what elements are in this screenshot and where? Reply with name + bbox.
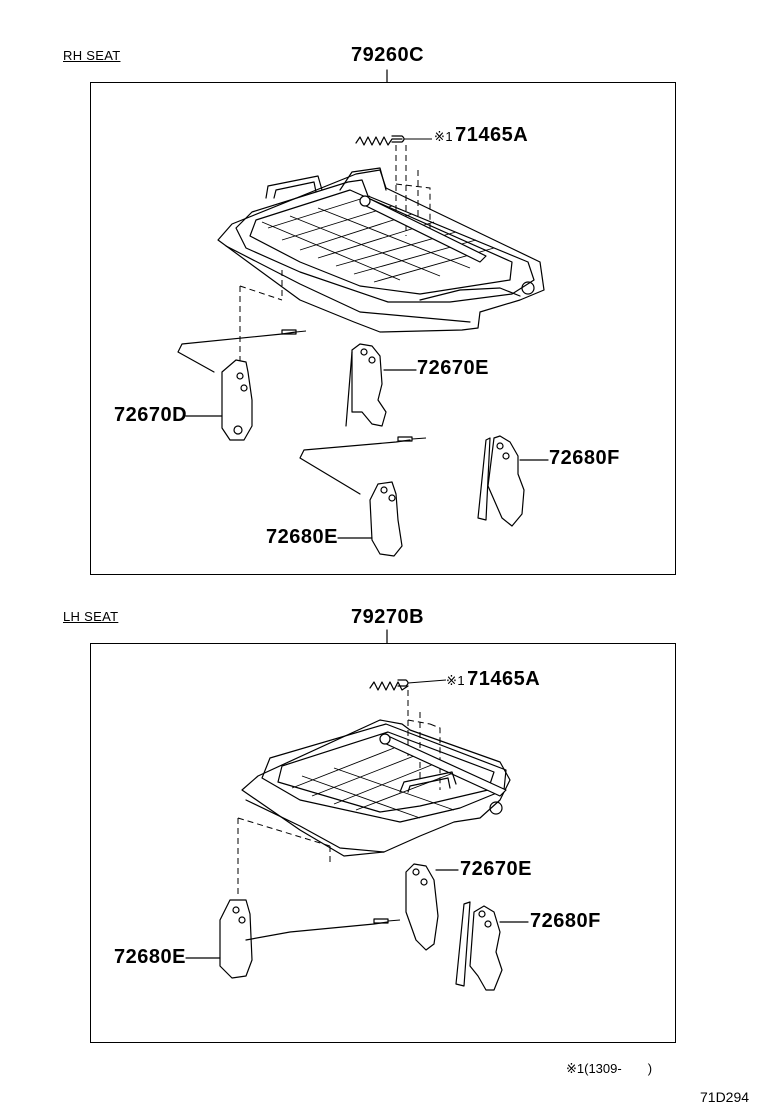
rh-assembly-number[interactable]: 79260C (351, 44, 425, 66)
lh-part-72670e[interactable]: 72670E (460, 858, 532, 880)
lh-part-72680e[interactable]: 72680E (114, 946, 186, 968)
figure-id: 71D294 (700, 1089, 750, 1105)
rh-spring-mark: ※1 (434, 129, 454, 144)
lh-spring (369, 679, 447, 691)
rh-part-72670d[interactable]: 72670D (114, 404, 188, 426)
lh-seat-label: LH SEAT (63, 609, 119, 624)
footnote-range: (1309- ) (584, 1061, 653, 1076)
rh-part-72680e[interactable]: 72680E (266, 526, 338, 548)
lh-part-72680f[interactable]: 72680F (530, 910, 601, 932)
rh-seat-label: RH SEAT (63, 48, 121, 63)
rh-spring (355, 135, 432, 146)
rh-part-72670e[interactable]: 72670E (417, 357, 489, 379)
rh-seat-frame (90, 82, 676, 575)
footnote: ※1(1309- ) (566, 1058, 652, 1077)
lh-seat-frame-illustration (219, 679, 511, 991)
lh-spring-code: 71465A (467, 668, 541, 690)
rh-spring-code: 71465A (455, 124, 529, 146)
rh-seat-frame-illustration (177, 135, 545, 557)
lh-seat-frame (90, 643, 676, 1043)
footnote-mark: ※1 (566, 1061, 585, 1076)
lh-assembly-number[interactable]: 79270B (351, 606, 425, 628)
rh-part-72680f[interactable]: 72680F (549, 447, 620, 469)
lh-spring-mark: ※1 (446, 673, 466, 688)
